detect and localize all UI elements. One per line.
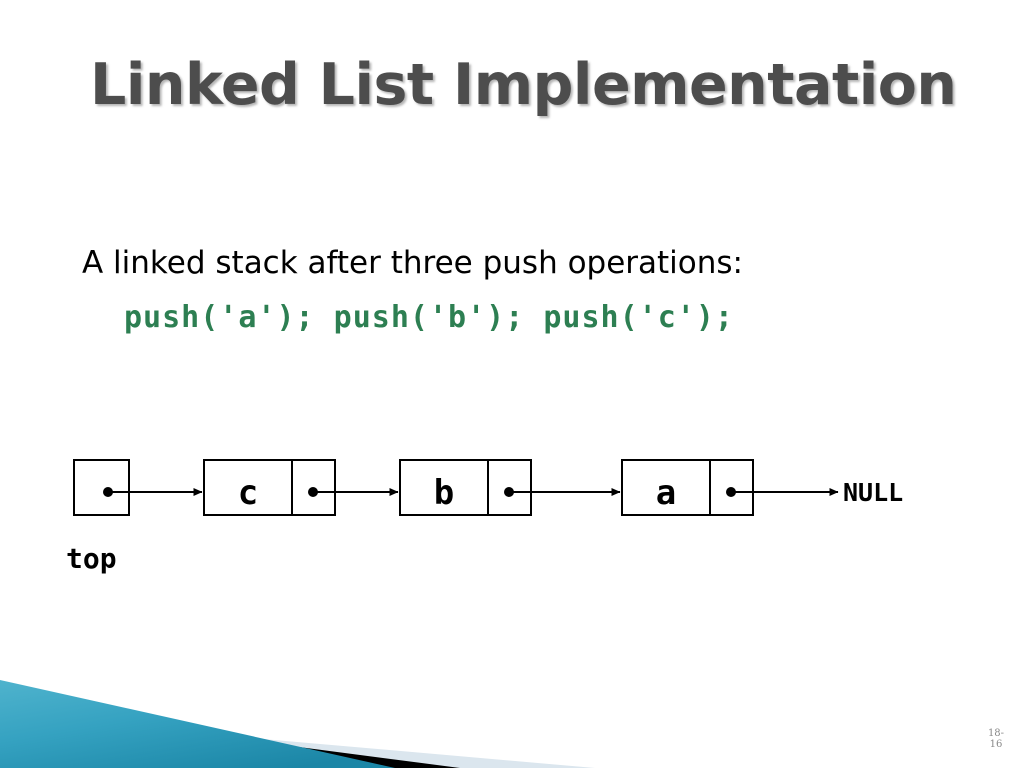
node-b-box: [399, 459, 532, 516]
page-number: 18- 16: [978, 728, 1014, 750]
page-title: Linked List Implementation: [90, 52, 957, 118]
node-b-pointer-dot: [504, 487, 514, 497]
corner-decoration: [0, 608, 620, 768]
null-label: NULL: [843, 478, 903, 507]
deco-teal-triangle: [0, 680, 395, 768]
top-pointer-dot: [103, 487, 113, 497]
node-a-box: [621, 459, 754, 516]
node-c-pointer-dot: [308, 487, 318, 497]
page-number-line-1: 18-: [987, 728, 1005, 739]
node-c-box: [203, 459, 336, 516]
node-b-value: b: [434, 473, 454, 513]
top-pointer-label: top: [66, 542, 117, 575]
node-a-pointer-dot: [726, 487, 736, 497]
code-snippet: push('a'); push('b'); push('c');: [124, 300, 734, 335]
node-c-value: c: [238, 473, 258, 513]
node-a-value: a: [656, 473, 676, 513]
top-pointer-box: [73, 459, 130, 516]
page-number-line-2: 16: [989, 739, 1003, 750]
description-text: A linked stack after three push operatio…: [82, 245, 744, 281]
